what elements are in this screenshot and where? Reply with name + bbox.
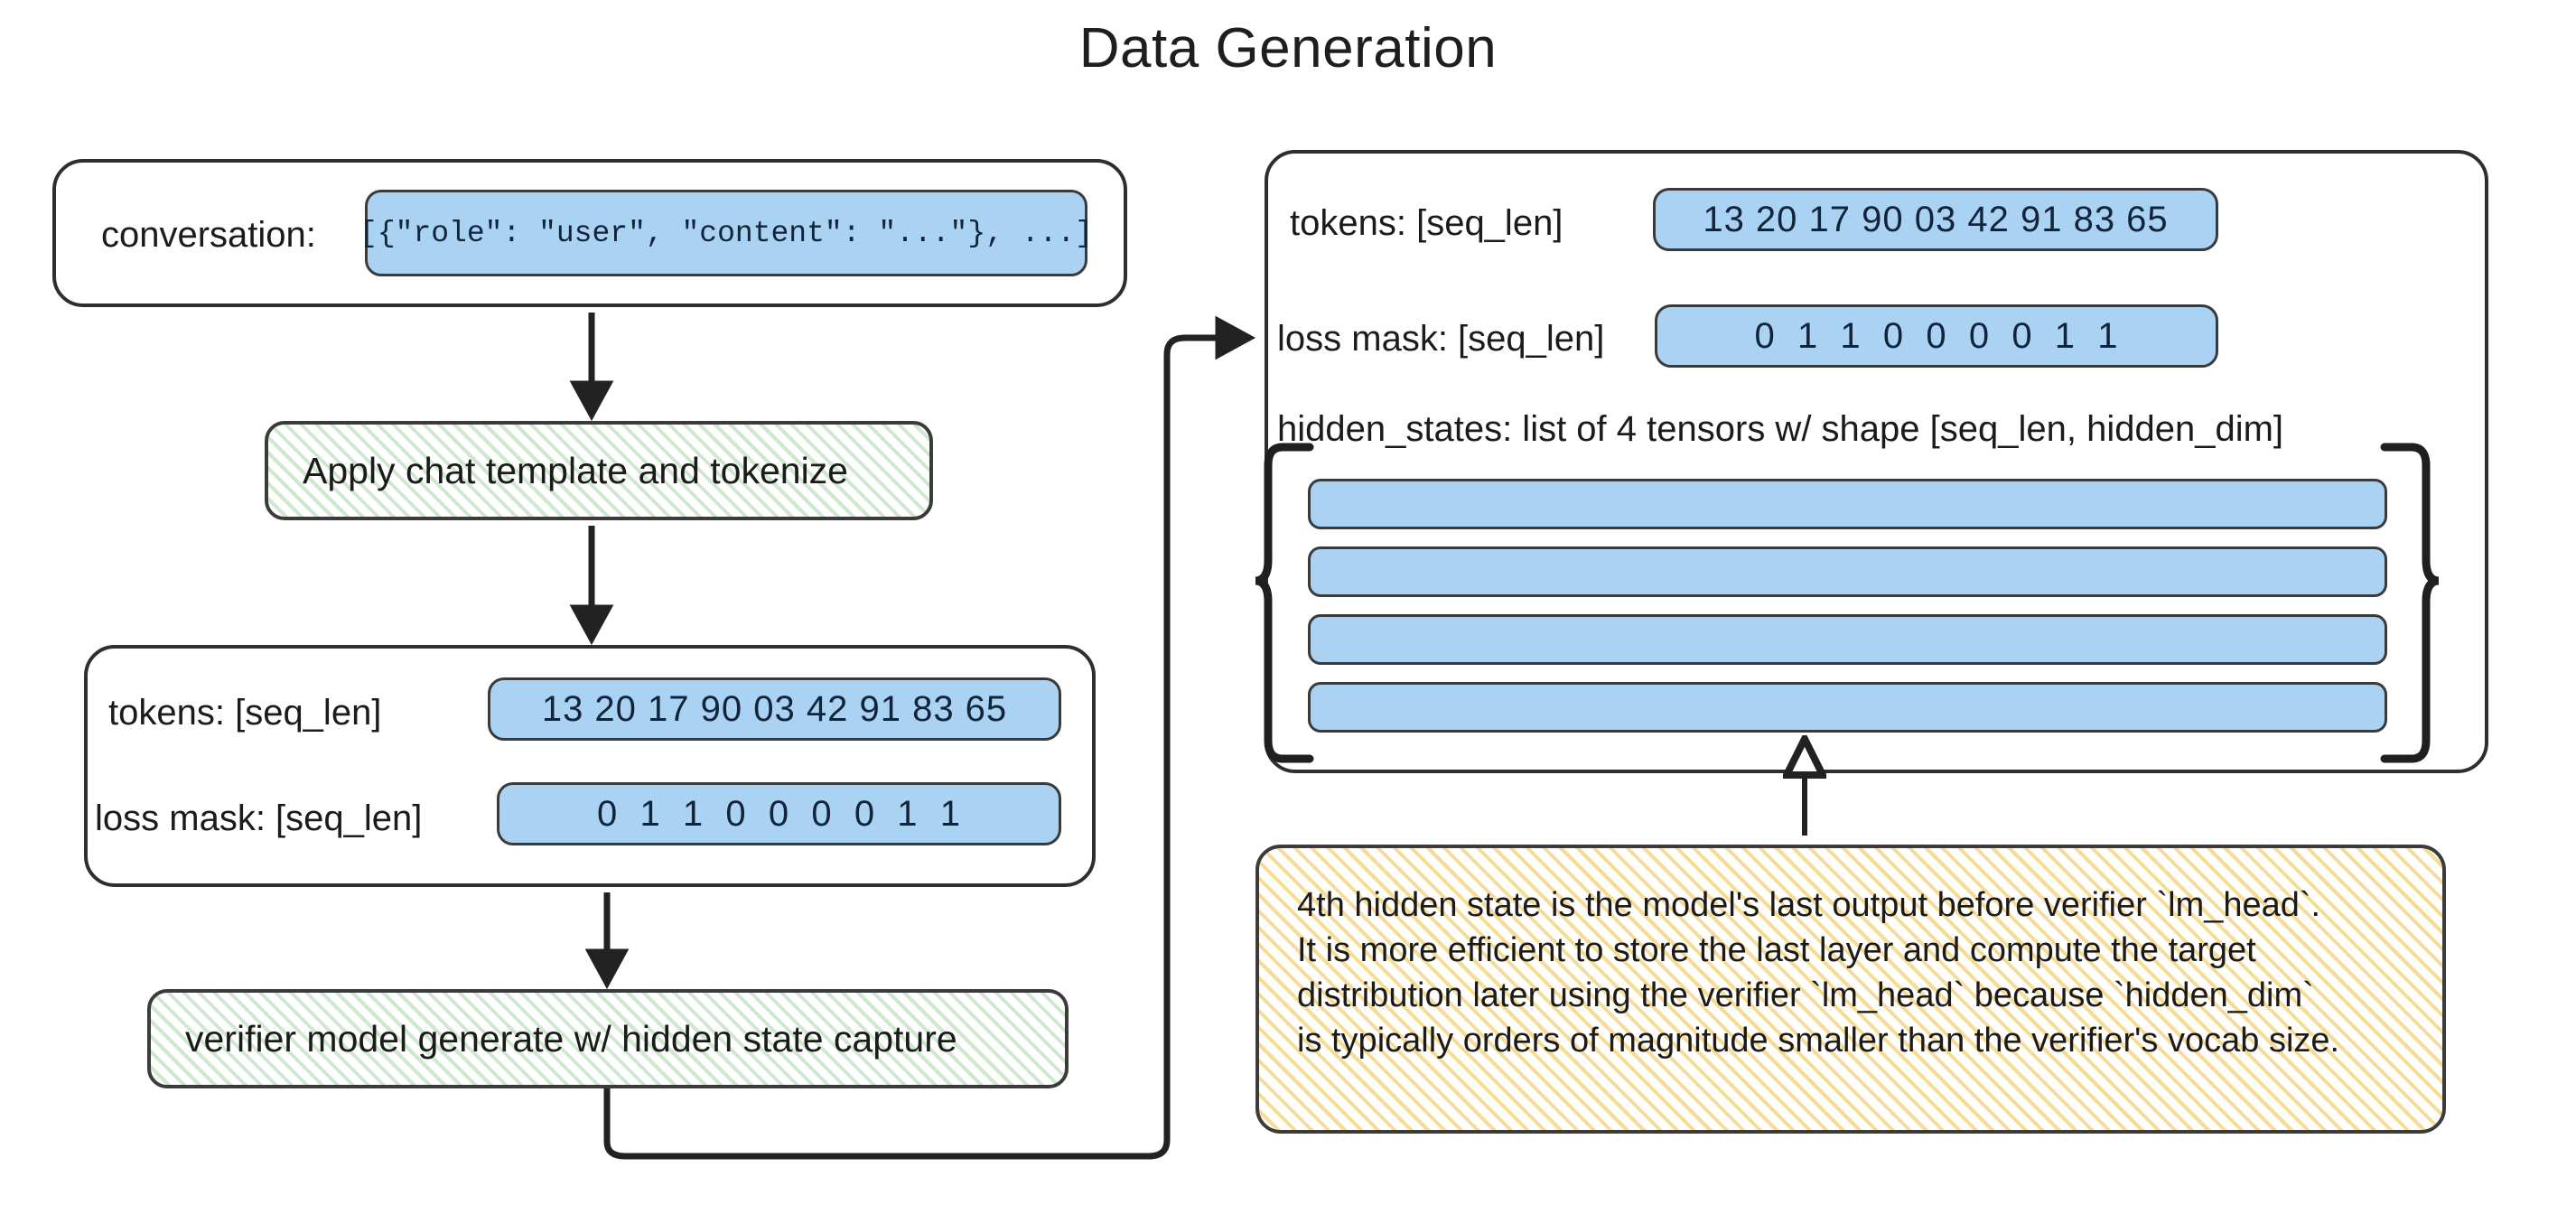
note-line-3: distribution later using the verifier `l… — [1297, 976, 2314, 1015]
tokens-value-chip: 13 20 17 90 03 42 91 83 65 — [488, 677, 1061, 741]
process-apply-chat-template: Apply chat template and tokenize — [265, 421, 933, 520]
page-title: Data Generation — [1078, 17, 1498, 79]
note-line-2: It is more efficient to store the last l… — [1297, 931, 2256, 970]
hidden-state-bar-4 — [1308, 682, 2387, 733]
output-tokens-label: tokens: [seq_len] — [1290, 203, 1563, 243]
hidden-states-label: hidden_states: list of 4 tensors w/ shap… — [1277, 409, 2284, 449]
hidden-state-bar-1 — [1308, 479, 2387, 529]
note-line-1: 4th hidden state is the model's last out… — [1297, 886, 2321, 924]
note-line-4: is typically orders of magnitude smaller… — [1297, 1022, 2340, 1060]
output-panel — [1265, 150, 2488, 773]
loss-mask-label: loss mask: [seq_len] — [95, 798, 423, 838]
process-verifier-generate: verifier model generate w/ hidden state … — [147, 989, 1069, 1088]
loss-mask-value-chip: 0 1 1 0 0 0 0 1 1 — [497, 782, 1061, 845]
conversation-value-chip: [{"role": "user", "content": "..."}, ...… — [359, 190, 1093, 276]
explanatory-note: 4th hidden state is the model's last out… — [1255, 845, 2446, 1134]
conversation-label: conversation: — [101, 215, 316, 255]
output-loss-mask-value-chip: 0 1 1 0 0 0 0 1 1 — [1655, 304, 2218, 368]
output-tokens-value-chip: 13 20 17 90 03 42 91 83 65 — [1653, 188, 2218, 251]
output-loss-mask-label: loss mask: [seq_len] — [1277, 319, 1605, 359]
hidden-state-bar-3 — [1308, 614, 2387, 665]
tokens-label: tokens: [seq_len] — [108, 693, 382, 733]
hidden-state-bar-2 — [1308, 546, 2387, 597]
